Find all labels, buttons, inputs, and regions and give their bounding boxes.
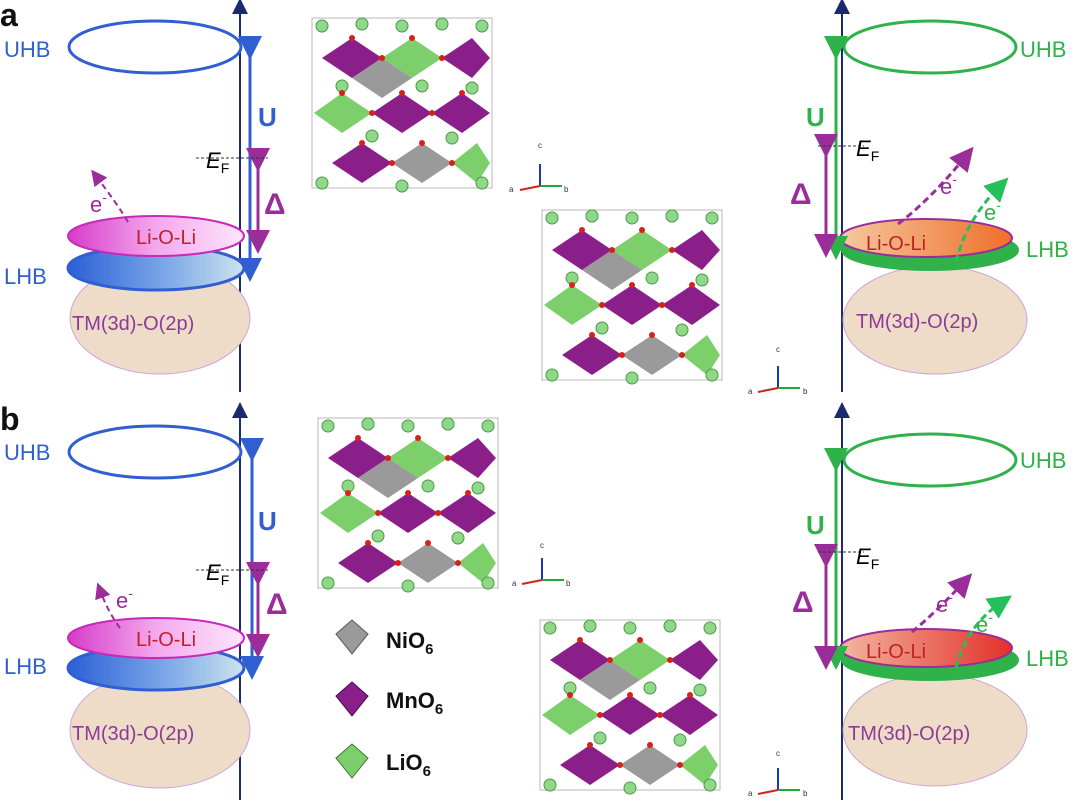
tmo-label-right-a: TM(3d)-O(2p) — [856, 311, 978, 333]
axis-b-label-b1: b — [566, 579, 571, 588]
electron-label-left-b: e- — [116, 585, 133, 613]
uhb-band-right-b — [842, 432, 1018, 488]
crystal-structure-b1 — [317, 417, 499, 593]
axis-a-label-b2: a — [748, 789, 753, 798]
lioli-label-left-a: Li-O-Li — [136, 227, 196, 249]
electron-arrow-right-a1 — [897, 146, 974, 226]
crystal-structure-b2 — [539, 619, 721, 795]
ef-label-right-a: EF — [856, 136, 879, 164]
lioli-label-left-b: Li-O-Li — [136, 629, 196, 651]
tmo-label-right-b: TM(3d)-O(2p) — [848, 723, 970, 745]
crystal-structure-a2 — [541, 209, 723, 385]
tmo-label-left-a: TM(3d)-O(2p) — [72, 313, 194, 335]
axis-c-label-a2: c — [776, 345, 780, 354]
axis-triad-b2 — [757, 767, 801, 795]
axis-c-label-b1: c — [540, 541, 544, 550]
ef-label-left-b: EF — [206, 560, 229, 588]
axis-a-label-a1: a — [509, 185, 514, 194]
electron-arrow-left-b — [95, 582, 121, 629]
electron-arrow-left-a — [91, 169, 129, 223]
electron-arrow-right-a2 — [954, 177, 1009, 263]
panel-label-a: a — [0, 0, 18, 33]
axis-c-label-b2: c — [776, 749, 780, 758]
axis-b-label-a1: b — [564, 185, 569, 194]
electron-label-left-a: e- — [90, 189, 107, 217]
uhb-label-left-a: UHB — [4, 37, 50, 62]
lhb-label-right-b: LHB — [1026, 646, 1069, 671]
u-label-right-a: U — [806, 102, 825, 132]
electron-arrow-right-b1 — [911, 573, 973, 634]
axis-c-label-a1: c — [538, 141, 542, 150]
uhb-label-right-a: UHB — [1020, 37, 1066, 62]
electron-label-right-a1: e- — [940, 171, 957, 199]
electron-label-right-a2: e- — [984, 197, 1001, 225]
delta-label-right-b: Δ — [792, 586, 814, 619]
lioli-label-right-b: Li-O-Li — [866, 641, 926, 663]
electron-label-right-b2: e- — [976, 609, 993, 637]
axis-triad-a2 — [757, 365, 801, 393]
axis-b-label-a2: b — [803, 387, 808, 396]
legend-label-lio6: LiO6 — [386, 750, 431, 780]
legend-swatch-mno6 — [335, 681, 369, 717]
uhb-band-right-a — [842, 19, 1018, 75]
lhb-label-left-a: LHB — [4, 264, 47, 289]
uhb-label-left-b: UHB — [4, 440, 50, 465]
ef-label-left-a: EF — [206, 148, 229, 176]
lhb-label-right-a: LHB — [1026, 237, 1069, 262]
electron-label-right-b1: e- — [936, 589, 953, 617]
u-label-right-b: U — [806, 510, 825, 540]
delta-label-left-a: Δ — [264, 188, 286, 221]
axis-triad-a1 — [519, 163, 563, 191]
ef-label-right-b: EF — [856, 544, 879, 572]
legend-label-mno6: MnO6 — [386, 688, 443, 718]
crystal-structure-a1 — [311, 17, 493, 193]
axis-triad-b1 — [521, 557, 565, 585]
lhb-label-left-b: LHB — [4, 654, 47, 679]
axis-a-label-a2: a — [748, 387, 753, 396]
uhb-band-left-a — [67, 19, 243, 75]
u-label-left-b: U — [258, 506, 277, 536]
lioli-label-right-a: Li-O-Li — [866, 233, 926, 255]
legend: NiO6 MnO6 LiO6 — [335, 619, 443, 780]
u-label-left-a: U — [258, 102, 277, 132]
delta-label-right-a: Δ — [790, 178, 812, 211]
axis-a-label-b1: a — [512, 579, 517, 588]
legend-swatch-nio6 — [335, 619, 369, 655]
axis-b-label-b2: b — [803, 789, 808, 798]
legend-label-nio6: NiO6 — [386, 628, 433, 658]
delta-label-left-b: Δ — [266, 588, 288, 621]
legend-swatch-lio6 — [335, 743, 369, 779]
uhb-band-left-b — [67, 424, 243, 480]
tmo-label-left-b: TM(3d)-O(2p) — [72, 723, 194, 745]
panel-label-b: b — [0, 401, 20, 437]
uhb-label-right-b: UHB — [1020, 448, 1066, 473]
